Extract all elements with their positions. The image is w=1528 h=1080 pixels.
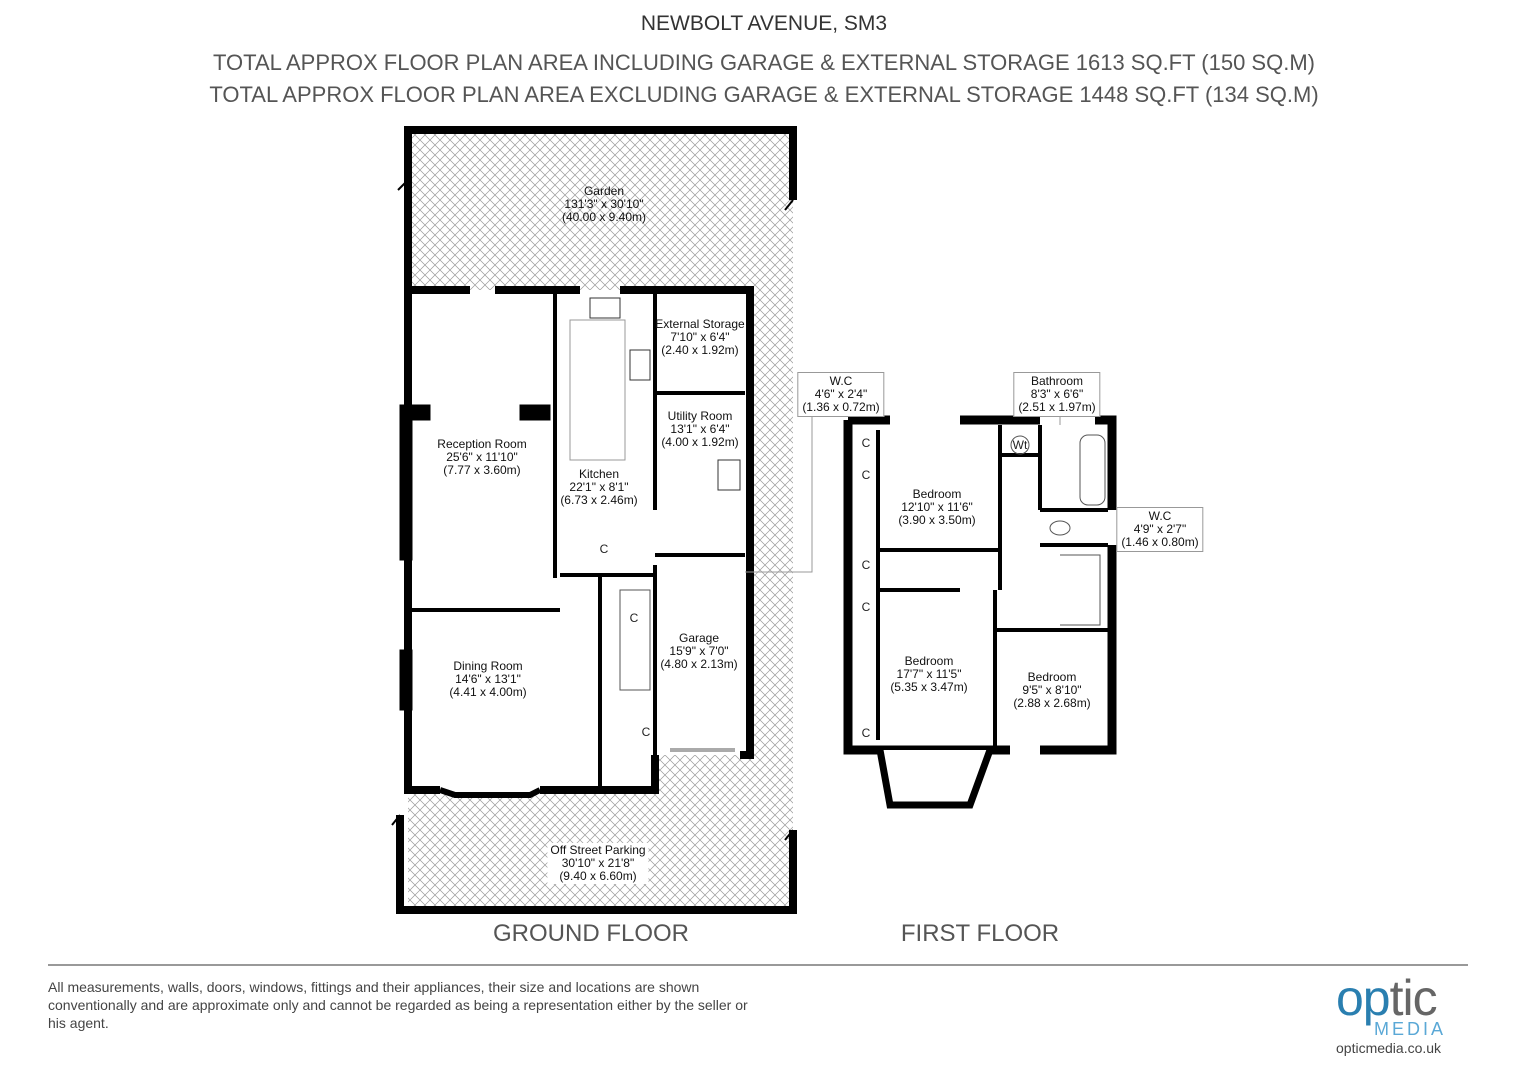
- cupboard-label: C: [599, 542, 609, 556]
- cupboard-label: C: [641, 725, 651, 739]
- optic-media-logo: optic MEDIA opticmedia.co.uk: [1330, 972, 1470, 1062]
- cupboard-label: C: [861, 726, 871, 740]
- ground-floor-plot: [391, 126, 797, 914]
- first-floor-walls: [843, 415, 1117, 809]
- footer-divider: [48, 964, 1468, 966]
- disclaimer-text: All measurements, walls, doors, windows,…: [48, 979, 748, 1031]
- water-tank-label: Wt: [1012, 438, 1028, 452]
- cupboard-label: C: [861, 558, 871, 572]
- area-excluding: TOTAL APPROX FLOOR PLAN AREA EXCLUDING G…: [209, 82, 1319, 107]
- cupboard-label: C: [861, 436, 871, 450]
- ground-floor-walls: [399, 286, 754, 798]
- ground-floor-title: GROUND FLOOR: [492, 920, 690, 947]
- cupboard-label: C: [629, 611, 639, 625]
- logo-optic-blue: op: [1336, 970, 1391, 1026]
- logo-media: MEDIA: [1374, 1019, 1447, 1039]
- cupboard-label: C: [861, 468, 871, 482]
- area-including: TOTAL APPROX FLOOR PLAN AREA INCLUDING G…: [213, 50, 1315, 75]
- logo-url: opticmedia.co.uk: [1336, 1040, 1442, 1056]
- logo-optic-grey: tic: [1389, 970, 1438, 1026]
- first-floor-title: FIRST FLOOR: [900, 920, 1060, 947]
- plan-title: NEWBOLT AVENUE, SM3: [640, 12, 888, 35]
- cupboard-label: C: [861, 600, 871, 614]
